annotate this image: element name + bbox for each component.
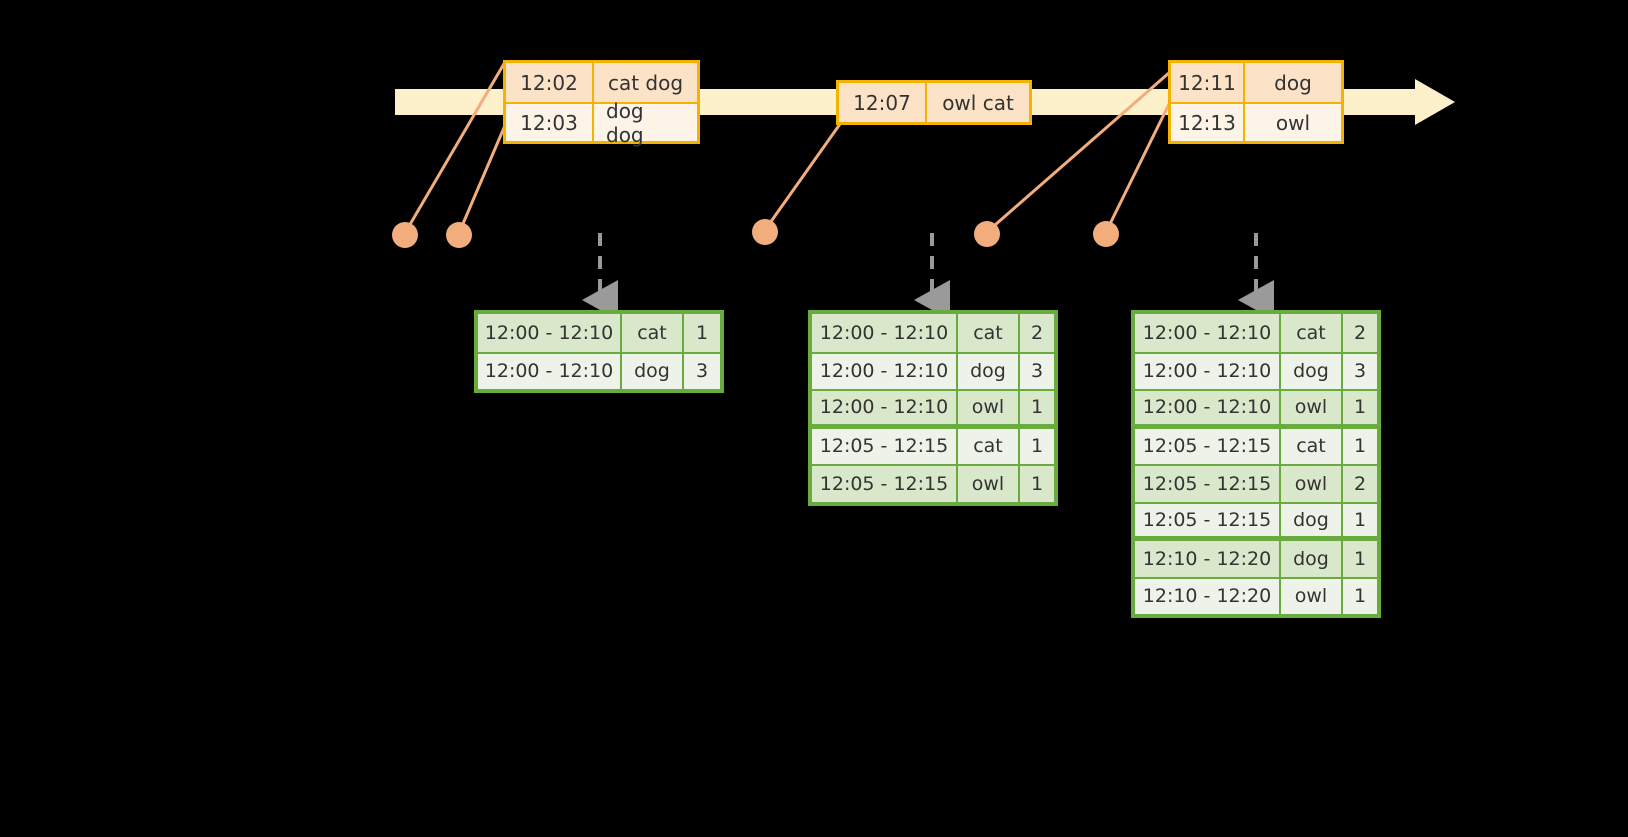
window-cell: 12:05 - 12:15 — [812, 428, 958, 464]
count-cell: 2 — [1343, 466, 1377, 502]
key-cell: dog — [958, 353, 1020, 389]
event-row: 12:07 owl cat — [839, 83, 1029, 122]
key-cell: owl — [1281, 391, 1343, 424]
key-cell: cat — [622, 314, 684, 352]
count-cell: 1 — [1343, 391, 1377, 424]
event-words: dog dog — [594, 99, 697, 147]
window-cell: 12:00 - 12:10 — [478, 353, 622, 389]
timeline-arrowhead-icon — [1415, 79, 1455, 125]
event-dot — [1093, 221, 1119, 247]
event-box-1: 12:02 cat dog 12:03 dog dog — [503, 60, 700, 147]
count-cell: 2 — [1343, 314, 1377, 352]
key-cell: cat — [1281, 314, 1343, 352]
window-cell: 12:00 - 12:10 — [1135, 391, 1281, 424]
event-words: owl cat — [927, 83, 1029, 122]
count-cell: 1 — [1020, 391, 1054, 424]
event-box-3: 12:11 dog 12:13 owl — [1168, 60, 1344, 144]
window-cell: 12:00 - 12:10 — [1135, 353, 1281, 389]
key-cell: cat — [958, 314, 1020, 352]
key-cell: owl — [1281, 578, 1343, 614]
event-time: 12:11 — [1171, 63, 1245, 102]
count-cell: 1 — [1343, 503, 1377, 536]
window-cell: 12:00 - 12:10 — [812, 391, 958, 424]
dashed-down-arrows — [582, 233, 1274, 320]
key-cell: dog — [1281, 503, 1343, 536]
key-cell: cat — [1281, 428, 1343, 464]
window-cell: 12:05 - 12:15 — [1135, 428, 1281, 464]
key-cell: owl — [1281, 466, 1343, 502]
window-cell: 12:00 - 12:10 — [812, 314, 958, 352]
count-cell: 3 — [1343, 353, 1377, 389]
key-cell: owl — [958, 466, 1020, 502]
count-cell: 1 — [1020, 428, 1054, 464]
event-words: owl — [1245, 104, 1341, 141]
window-cell: 12:05 - 12:15 — [1135, 466, 1281, 502]
key-cell: dog — [622, 353, 684, 389]
count-cell: 3 — [684, 353, 720, 389]
event-dot — [392, 222, 418, 248]
count-cell: 1 — [1343, 428, 1377, 464]
event-dot — [974, 221, 1000, 247]
event-dot — [446, 222, 472, 248]
event-row: 12:11 dog — [1171, 63, 1341, 102]
window-cell: 12:00 - 12:10 — [478, 314, 622, 352]
event-words: cat dog — [594, 63, 697, 102]
event-time: 12:02 — [506, 63, 594, 102]
key-cell: dog — [1281, 353, 1343, 389]
window-cell: 12:05 - 12:15 — [812, 466, 958, 502]
key-cell: owl — [958, 391, 1020, 424]
event-time: 12:13 — [1171, 104, 1245, 141]
event-time: 12:07 — [839, 83, 927, 122]
count-cell: 3 — [1020, 353, 1054, 389]
window-cell: 12:10 - 12:20 — [1135, 541, 1281, 577]
event-time: 12:03 — [506, 104, 594, 141]
window-cell: 12:00 - 12:10 — [1135, 314, 1281, 352]
event-row: 12:03 dog dog — [506, 99, 697, 147]
event-row: 12:02 cat dog — [506, 63, 697, 102]
window-cell: 12:10 - 12:20 — [1135, 578, 1281, 614]
count-cell: 1 — [1343, 578, 1377, 614]
count-cell: 1 — [1343, 541, 1377, 577]
count-cell: 1 — [1020, 466, 1054, 502]
key-cell: cat — [958, 428, 1020, 464]
window-cell: 12:00 - 12:10 — [812, 353, 958, 389]
event-box-2: 12:07 owl cat — [836, 80, 1032, 125]
key-cell: dog — [1281, 541, 1343, 577]
count-cell: 1 — [684, 314, 720, 352]
event-words: dog — [1245, 63, 1341, 102]
event-row: 12:13 owl — [1171, 102, 1341, 141]
window-cell: 12:05 - 12:15 — [1135, 503, 1281, 536]
count-cell: 2 — [1020, 314, 1054, 352]
event-dot — [752, 219, 778, 245]
